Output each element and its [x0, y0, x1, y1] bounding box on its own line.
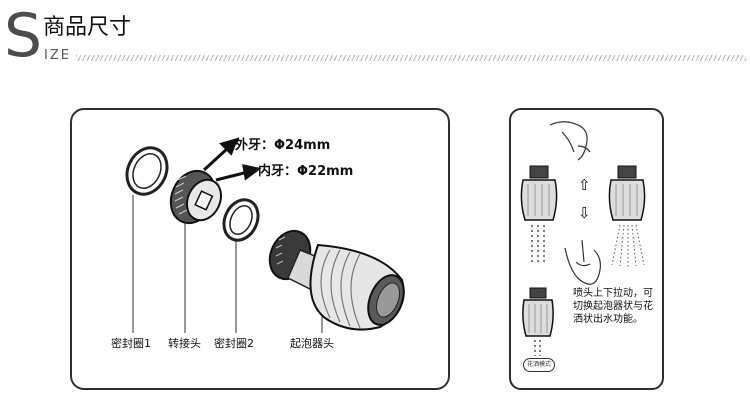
usage-diagram-panel: [509, 108, 664, 390]
usage-description: 喷头上下拉动，可切换起泡器状与花洒状出水功能。: [573, 288, 653, 325]
aerator-mode-icon: [520, 165, 558, 265]
section-header: S 商品尺寸 IZE: [0, 0, 750, 80]
label-seal-ring-2: 密封圈2: [214, 337, 254, 350]
seal-ring-2-icon: [222, 198, 260, 242]
aerator-head-icon: [268, 229, 405, 331]
section-title: 商品尺寸: [43, 15, 132, 40]
outer-thread-spec: 外牙：Φ24mm: [235, 138, 331, 153]
arrow-up-icon: ⇧: [578, 176, 591, 194]
hand-pull-up-icon: [549, 121, 591, 161]
label-adapter: 转接头: [168, 337, 201, 350]
hand-pull-down-icon: [564, 239, 601, 285]
seal-ring-1-icon: [125, 146, 169, 196]
section-initial-letter: S: [4, 1, 43, 71]
label-seal-ring-1: 密封圈1: [111, 337, 151, 350]
shower-mode-icon: [608, 165, 646, 267]
inner-thread-spec: 内牙：Φ22mm: [258, 164, 354, 179]
arrow-down-icon: ⇩: [578, 204, 591, 222]
label-aerator-head: 起泡器头: [290, 337, 334, 350]
section-subtitle: IZE: [44, 48, 71, 63]
aerator-mode-small-icon: [522, 287, 554, 356]
mode-badge: 花洒模式: [523, 358, 555, 372]
adapter-icon: [169, 169, 223, 225]
hatched-divider: [76, 55, 746, 61]
spec-arrows: [202, 137, 262, 182]
